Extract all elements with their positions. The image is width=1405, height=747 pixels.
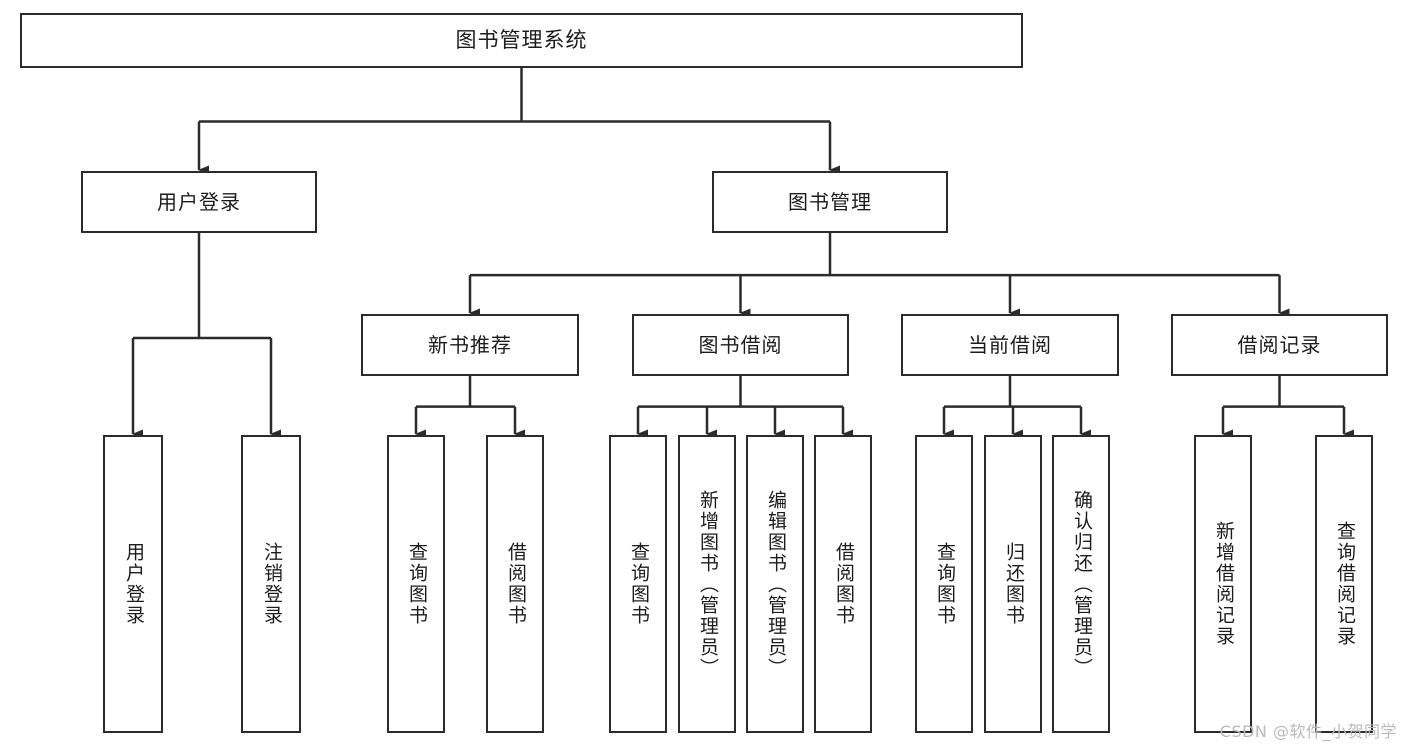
node-leaf-user-logout[interactable]: 注销登录: [241, 435, 301, 733]
node-label: 借阅图书: [504, 542, 527, 626]
node-borrow-record[interactable]: 借阅记录: [1171, 314, 1388, 376]
node-book-manage[interactable]: 图书管理: [712, 171, 948, 233]
node-new-book-rec[interactable]: 新书推荐: [361, 314, 579, 376]
node-label: 当前借阅: [968, 332, 1052, 357]
node-label: 确认归还（管理员）: [1070, 489, 1093, 679]
node-label: 图书管理系统: [455, 28, 588, 53]
node-label: 图书借阅: [698, 332, 783, 357]
node-leaf-user-login[interactable]: 用户登录: [103, 435, 163, 733]
node-label: 新增借阅记录: [1212, 521, 1235, 647]
node-leaf-return-book[interactable]: 归还图书: [984, 435, 1042, 733]
node-current-borrow[interactable]: 当前借阅: [901, 314, 1119, 376]
connector-paths: [131, 68, 1354, 439]
watermark-label: CSDN @软件_小贺同学: [1219, 722, 1397, 741]
node-label: 新书推荐: [428, 332, 512, 357]
node-leaf-add-record[interactable]: 新增借阅记录: [1194, 435, 1252, 733]
node-label: 归还图书: [1002, 542, 1025, 626]
node-label: 用户登录: [122, 542, 145, 626]
node-leaf-query-book-1[interactable]: 查询图书: [387, 435, 445, 733]
node-label: 查询图书: [405, 542, 428, 626]
node-leaf-query-record[interactable]: 查询借阅记录: [1315, 435, 1373, 733]
node-label: 查询图书: [933, 542, 956, 626]
node-leaf-borrow-book-2[interactable]: 借阅图书: [814, 435, 872, 733]
node-label: 图书管理: [788, 189, 872, 214]
node-leaf-query-book-3[interactable]: 查询图书: [915, 435, 973, 733]
node-leaf-edit-book[interactable]: 编辑图书（管理员）: [746, 435, 804, 733]
node-label: 借阅记录: [1237, 332, 1322, 357]
node-root[interactable]: 图书管理系统: [20, 13, 1023, 68]
node-label: 注销登录: [260, 542, 283, 626]
node-book-borrow[interactable]: 图书借阅: [632, 314, 849, 376]
node-label: 用户登录: [157, 189, 241, 214]
node-leaf-add-book[interactable]: 新增图书（管理员）: [678, 435, 736, 733]
node-label: 编辑图书（管理员）: [764, 489, 787, 679]
node-leaf-confirm-return[interactable]: 确认归还（管理员）: [1052, 435, 1110, 733]
node-label: 查询借阅记录: [1333, 521, 1356, 647]
node-label: 新增图书（管理员）: [696, 489, 719, 679]
node-leaf-borrow-book-1[interactable]: 借阅图书: [486, 435, 544, 733]
node-label: 查询图书: [627, 542, 650, 626]
node-leaf-query-book-2[interactable]: 查询图书: [609, 435, 667, 733]
node-user-login[interactable]: 用户登录: [81, 171, 317, 233]
node-label: 借阅图书: [832, 542, 855, 626]
